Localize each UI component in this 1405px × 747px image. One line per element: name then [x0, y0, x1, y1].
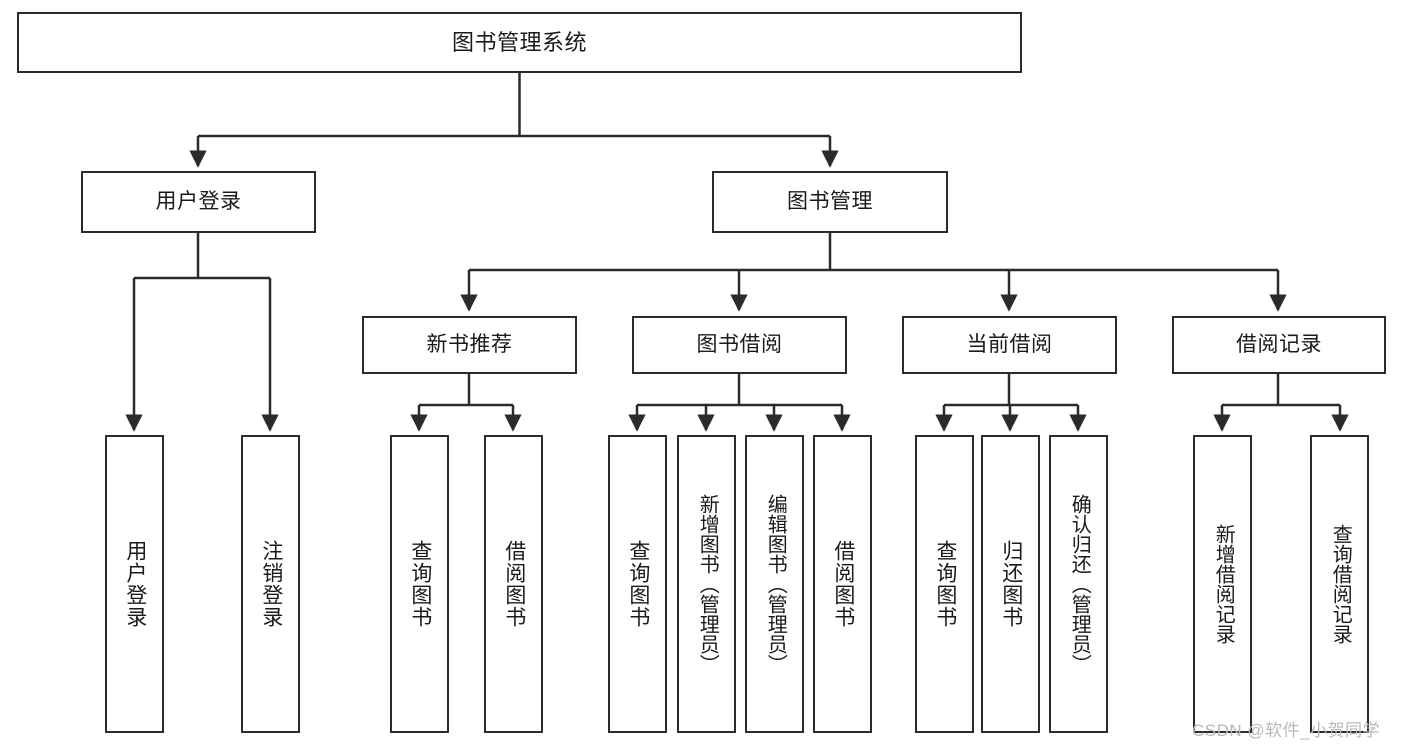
- csdn-watermark: CSDN @软件_小贺同学: [1192, 721, 1381, 740]
- node-label: 借阅记录: [1236, 332, 1322, 356]
- node-leaf-confirm-return[interactable]: 确认归还（管理员）: [1049, 435, 1108, 733]
- node-label: 图书借阅: [696, 332, 783, 356]
- node-book-management[interactable]: 图书管理: [712, 171, 948, 233]
- node-label: 借阅图书: [831, 540, 855, 628]
- node-label: 新增图书（管理员）: [696, 494, 719, 674]
- node-leaf-query-book-3[interactable]: 查询图书: [915, 435, 974, 733]
- node-label: 新书推荐: [426, 332, 513, 356]
- node-label: 用户登录: [155, 189, 242, 213]
- node-label: 借阅图书: [502, 540, 526, 628]
- node-user-login[interactable]: 用户登录: [81, 171, 316, 233]
- node-label: 编辑图书（管理员）: [764, 494, 787, 674]
- node-label: 查询借阅记录: [1329, 524, 1352, 644]
- node-label: 用户登录: [123, 540, 147, 628]
- node-book-borrow[interactable]: 图书借阅: [632, 316, 847, 374]
- node-label: 图书管理: [787, 189, 873, 213]
- node-label: 图书管理系统: [451, 29, 587, 55]
- node-leaf-query-book-1[interactable]: 查询图书: [390, 435, 449, 733]
- node-current-borrow[interactable]: 当前借阅: [902, 316, 1117, 374]
- node-label: 查询图书: [626, 540, 650, 628]
- node-leaf-query-record[interactable]: 查询借阅记录: [1310, 435, 1369, 733]
- node-leaf-borrow-book-1[interactable]: 借阅图书: [484, 435, 543, 733]
- node-label: 注销登录: [259, 540, 283, 628]
- node-leaf-query-book-2[interactable]: 查询图书: [608, 435, 667, 733]
- node-label: 当前借阅: [966, 332, 1053, 356]
- node-leaf-add-record[interactable]: 新增借阅记录: [1193, 435, 1252, 733]
- node-label: 新增借阅记录: [1212, 524, 1235, 644]
- node-label: 确认归还（管理员）: [1068, 494, 1091, 674]
- node-label: 查询图书: [933, 540, 957, 628]
- node-root-system[interactable]: 图书管理系统: [17, 12, 1022, 73]
- node-label: 查询图书: [408, 540, 432, 628]
- node-label: 归还图书: [999, 540, 1023, 628]
- node-leaf-edit-book[interactable]: 编辑图书（管理员）: [745, 435, 804, 733]
- node-leaf-user-login[interactable]: 用户登录: [105, 435, 164, 733]
- node-leaf-borrow-book-2[interactable]: 借阅图书: [813, 435, 872, 733]
- node-leaf-user-logout[interactable]: 注销登录: [241, 435, 300, 733]
- node-leaf-add-book[interactable]: 新增图书（管理员）: [677, 435, 736, 733]
- node-leaf-return-book[interactable]: 归还图书: [981, 435, 1040, 733]
- node-new-book-recommend[interactable]: 新书推荐: [362, 316, 577, 374]
- node-borrow-record[interactable]: 借阅记录: [1172, 316, 1386, 374]
